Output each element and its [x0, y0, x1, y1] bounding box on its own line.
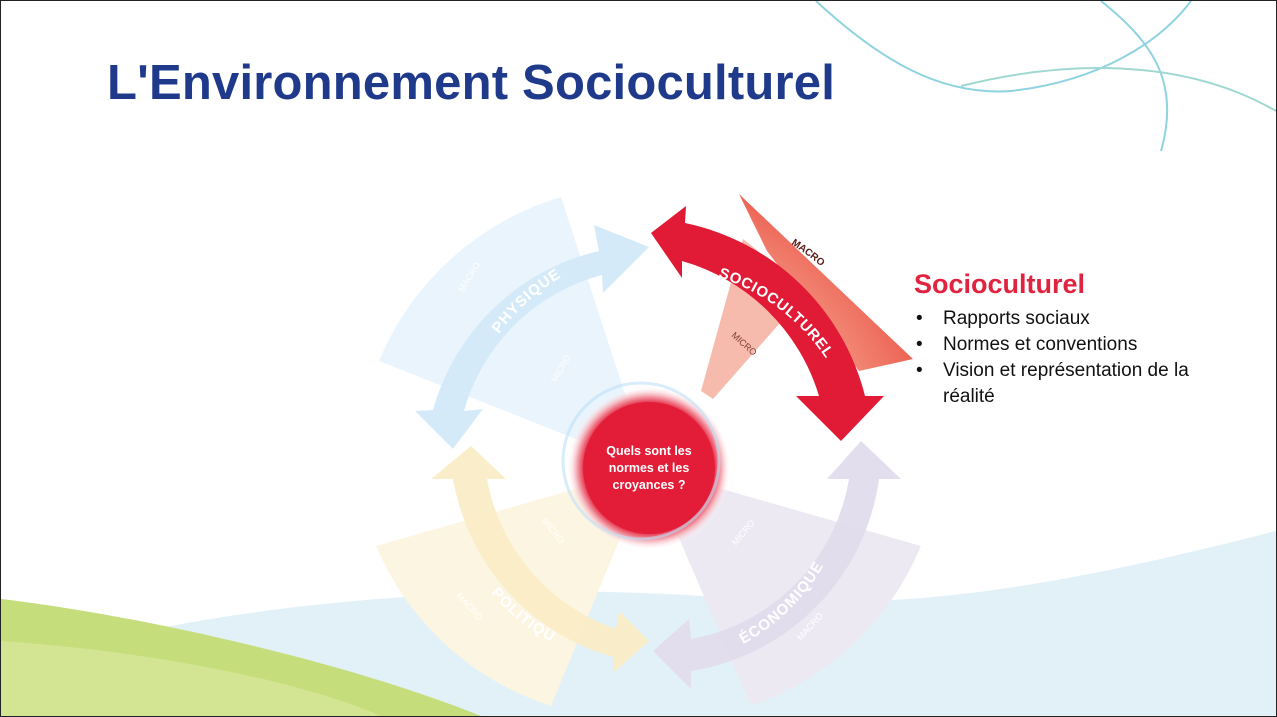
- segment-physique: PHYSIQUE MACRO MICRO: [379, 197, 649, 468]
- socioculturel-macro-band: [739, 194, 913, 371]
- center-circle: [583, 402, 715, 534]
- panel-heading: Socioculturel: [914, 269, 1086, 299]
- bullet-list: Rapports sociaux Normes et conventions V…: [914, 306, 1244, 410]
- page-title: L'Environnement Socioculturel: [107, 56, 836, 110]
- center-halo-tint-blue: [561, 381, 721, 541]
- list-item: Vision et représentation de la réalité: [914, 358, 1244, 410]
- green-wave-highlight: [1, 641, 381, 716]
- socioculturel-arrow: [651, 206, 884, 441]
- list-item: Rapports sociaux: [914, 306, 1244, 332]
- list-item: Normes et conventions: [914, 332, 1244, 358]
- teal-curve-3: [960, 67, 1276, 112]
- teal-curve-1: [815, 1, 1192, 93]
- teal-curve-2: [1100, 1, 1169, 152]
- segment-economique: ÉCONOMIQUE MACRO MICRO: [649, 441, 921, 706]
- info-panel: Socioculturel Rapports sociaux Normes et…: [914, 269, 1244, 410]
